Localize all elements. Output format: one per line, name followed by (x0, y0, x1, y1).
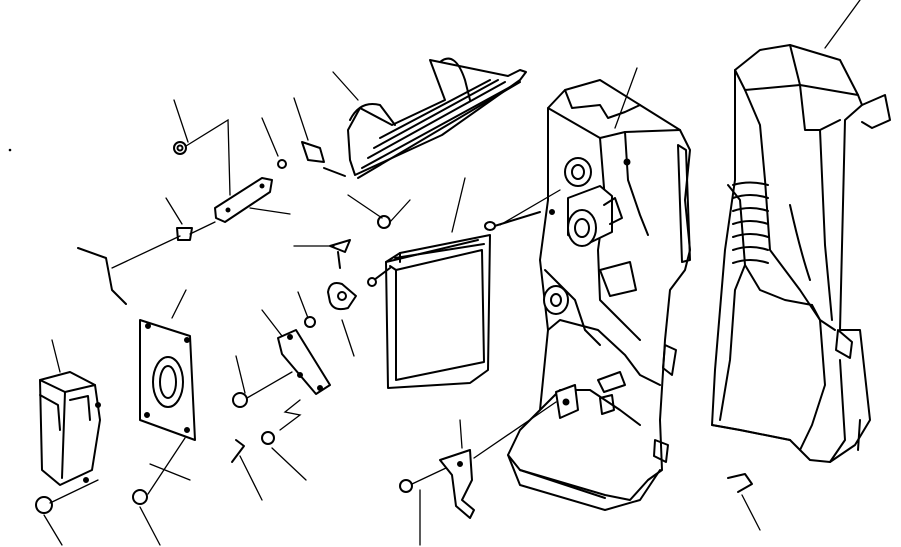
linkage-parts (77, 97, 411, 357)
lower-link-arm (261, 309, 331, 431)
duct-housing-rear (711, 0, 891, 463)
heater-core (367, 177, 561, 389)
lower-bracket (399, 384, 761, 546)
air-door-flap (323, 57, 527, 179)
mounting-screws (35, 355, 307, 546)
actuator-motor (39, 339, 101, 486)
heater-housing-front (507, 67, 691, 511)
gasket-plate (139, 289, 196, 441)
